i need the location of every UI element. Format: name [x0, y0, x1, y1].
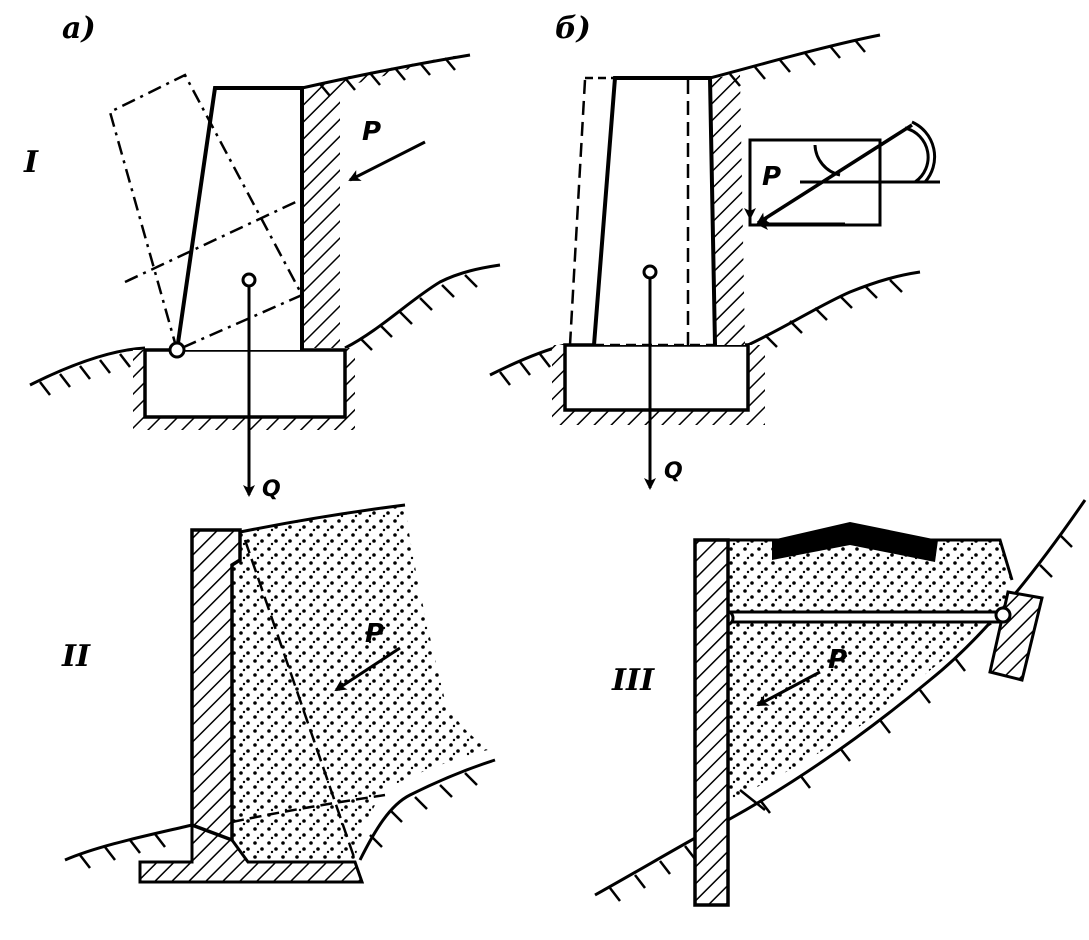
panel-ii: II P: [61, 503, 496, 884]
ground-line-ii: [64, 758, 496, 862]
backfill-hatch-a: [302, 55, 460, 348]
force-p-label-a: P: [362, 117, 381, 147]
base-slab-ii: [138, 823, 365, 884]
slope-line-b: [709, 33, 881, 80]
centroid-a: [241, 272, 257, 288]
axis-line-a: [124, 198, 301, 284]
foundation-slab-b: [563, 343, 750, 412]
ground-hatch-ii: [79, 772, 478, 869]
panel-b: б) Q: [489, 11, 940, 490]
wall-body-b: [592, 76, 717, 346]
roman-label-ii: II: [61, 639, 91, 674]
roman-label-iii: III: [611, 663, 655, 698]
force-p-label-ii: P: [365, 619, 384, 649]
ground-hatch-a: [39, 274, 478, 396]
dashed-edge-left-b: [568, 79, 587, 346]
overturned-outline-a: [108, 73, 304, 352]
pressure-arrow-a: [348, 140, 426, 182]
pile-ground-mark-iii: [739, 789, 766, 811]
pressure-arrow-b: [756, 123, 913, 225]
failure-line-ii: [243, 539, 357, 861]
backfill-soil-ii: [232, 505, 495, 860]
force-q-label-a: Q: [262, 477, 281, 502]
wall-stem-ii: [190, 528, 242, 843]
tie-rod-hinge-right: [994, 606, 1012, 624]
roman-label-i: I: [23, 145, 39, 180]
panel-iii: III P: [594, 499, 1087, 907]
sheet-pile-wall-iii: [693, 538, 730, 907]
backfill-top-line-ii: [239, 503, 406, 534]
centroid-b: [642, 264, 658, 280]
slope-hatch-b: [729, 39, 866, 87]
pavement-layer-iii: [772, 522, 938, 562]
angle-arc-outer: [904, 126, 930, 184]
foundation-pit-b: [552, 345, 765, 425]
soil-boundary-ii: [231, 793, 386, 824]
panel-a: а) I Q: [23, 11, 501, 502]
backfill-soil-iii: [728, 540, 1012, 800]
force-q-label-b: Q: [664, 459, 683, 484]
tie-rod-iii: [726, 610, 1005, 624]
slope-hatch-a: [319, 57, 456, 97]
force-p-label-b: P: [762, 162, 781, 192]
pivot-point-a: [168, 341, 186, 359]
ground-line-a: [29, 263, 501, 387]
panel-b-letter: б): [555, 11, 591, 46]
wall-body-a: [175, 86, 304, 351]
anchor-block-iii: [988, 590, 1044, 682]
pressure-arrow-iii: [756, 670, 821, 707]
foundation-slab-a: [143, 348, 347, 419]
pressure-arrow-ii: [334, 646, 401, 692]
ground-hatch-b: [499, 279, 903, 386]
foundation-pit-a: [133, 348, 355, 430]
backfill-hatch-b: [710, 75, 745, 345]
force-p-label-iii: P: [828, 645, 847, 675]
angle-arc-outer-2: [911, 120, 937, 183]
panel-a-letter: а): [62, 11, 96, 46]
slope-line-a: [301, 53, 471, 90]
